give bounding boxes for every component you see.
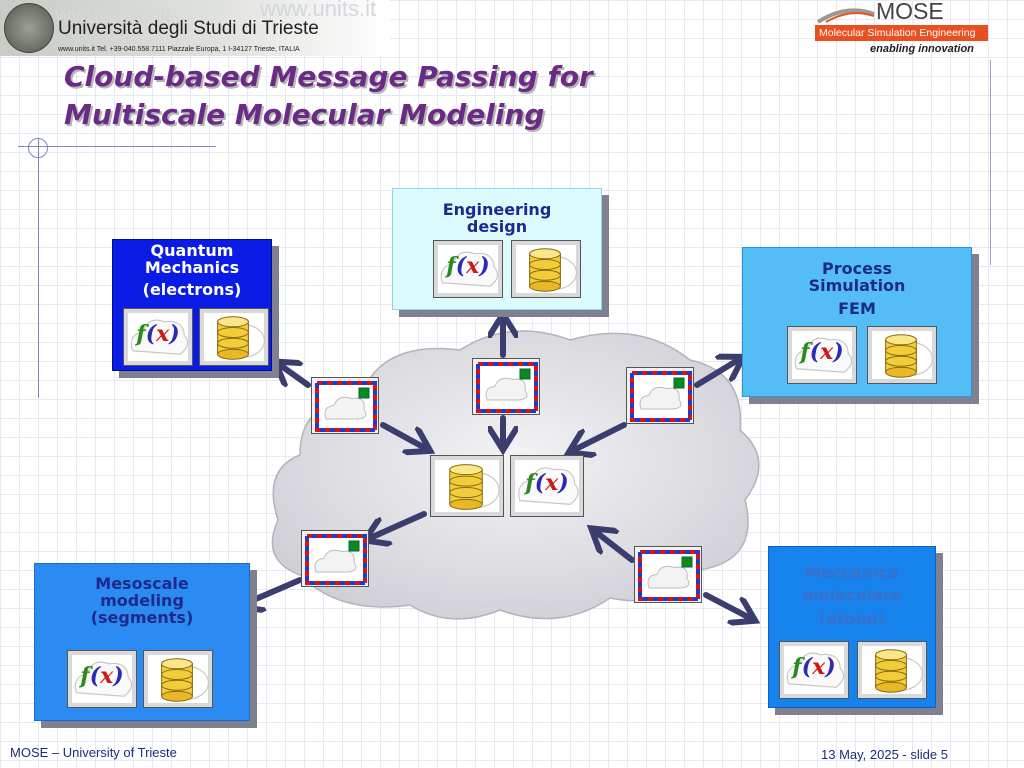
function-cloud-icon: f(x) <box>123 308 193 366</box>
message-envelope-icon-top <box>472 358 540 415</box>
function-cloud-icon: f(x) <box>67 650 137 708</box>
function-cloud-backdrop <box>518 467 579 505</box>
mesoscale-label-line-1: Mesoscale <box>95 574 189 593</box>
quantum-label-line-3: (electrons) <box>142 280 242 299</box>
arrow-to-process <box>694 360 738 388</box>
database-icon <box>511 240 581 298</box>
database-cylinder-graphic <box>161 658 210 702</box>
meccanica-label-line-1: Meccanica <box>805 563 899 582</box>
arrow-to-center-from-meccanica <box>596 532 635 563</box>
process-simulation-box: Process Simulation FEM f(x) <box>742 247 972 397</box>
arrow-center-to-meso-env <box>370 511 427 538</box>
meccanica-label-line-2: molecolare <box>802 586 902 605</box>
function-cloud-backdrop <box>74 661 133 697</box>
database-icon <box>143 650 213 708</box>
mesoscale-label-line-2: modeling <box>100 591 184 610</box>
left-margin-rule <box>38 138 39 398</box>
process-label-line-2: Simulation <box>808 276 906 295</box>
university-contact: www.units.it Tel. +39-040.558.7111 Piazz… <box>58 46 300 53</box>
arrow-to-meccanica <box>703 592 750 618</box>
database-cylinder-graphic <box>885 334 934 378</box>
database-icon <box>199 308 269 366</box>
university-seal-icon <box>4 3 54 53</box>
database-icon <box>867 326 937 384</box>
university-banner-watermark: www.units.it <box>55 2 172 27</box>
process-label-line-3: FEM <box>838 299 876 318</box>
university-name: Università degli Studi di Trieste <box>58 18 319 39</box>
university-watermark: www.units.it <box>260 0 377 21</box>
university-logo-banner <box>0 0 390 56</box>
mesoscale-label-line-3: (segments) <box>90 608 194 627</box>
arrow-to-quantum <box>280 365 311 388</box>
slide-title-line-1: Cloud-based Message Passing for <box>64 60 593 93</box>
database-cylinder-graphic <box>449 464 500 510</box>
mose-swoosh-icon <box>816 8 875 24</box>
engineering-label-line-2: design <box>466 217 528 236</box>
engineering-design-box: Engineering design f(x) <box>392 188 602 310</box>
airmail-envelope-graphic <box>305 534 367 585</box>
quantum-label-line-2: Mechanics <box>144 258 240 277</box>
message-envelope-icon-left <box>311 377 379 434</box>
database-cylinder-graphic <box>875 649 924 693</box>
arrow-to-mesoscale <box>244 577 303 604</box>
function-cloud-icon: f(x) <box>787 326 857 384</box>
message-envelope-icon-lower-right <box>634 546 702 603</box>
airmail-envelope-graphic <box>630 371 692 422</box>
crosshair-decoration <box>28 138 48 158</box>
meccanica-label-line-3: (atomi) <box>818 609 886 628</box>
function-cloud-backdrop <box>786 652 845 688</box>
mose-tagline: enabling innovation <box>870 43 974 55</box>
function-cloud-icon: f(x) <box>779 641 849 699</box>
function-cloud-backdrop <box>794 337 853 373</box>
central-function-icon: f(x) <box>510 455 584 517</box>
airmail-envelope-graphic <box>476 362 538 413</box>
right-margin-rule <box>990 60 991 265</box>
title-divider <box>18 146 216 147</box>
function-cloud-backdrop <box>440 251 499 287</box>
central-database-icon <box>430 455 504 517</box>
function-cloud-icon: f(x) <box>433 240 503 298</box>
function-cloud-backdrop <box>130 319 189 355</box>
mose-subtitle-bar: Molecular Simulation Engineering <box>815 25 988 41</box>
database-cylinder-graphic <box>217 316 266 360</box>
database-cylinder-graphic <box>529 248 578 292</box>
message-envelope-icon-lower-left <box>301 530 369 587</box>
process-label-line-1: Process <box>822 259 892 278</box>
arrow-env-to-center-left <box>380 422 425 448</box>
airmail-envelope-graphic <box>638 550 700 601</box>
mose-wordmark: MOSE <box>876 0 944 24</box>
quantum-mechanics-box: Quantum Mechanics (electrons) f(x) <box>112 239 272 371</box>
airmail-envelope-graphic <box>315 381 377 432</box>
footer-left-text: MOSE – University of Trieste <box>10 745 177 760</box>
mesoscale-modeling-box: Mesoscale modeling (segments) f(x) <box>34 563 250 721</box>
slide-title: Cloud-based Message Passing for Multisca… <box>64 58 704 134</box>
arrow-env-to-center-right <box>574 422 627 450</box>
message-envelope-icon-right <box>626 367 694 424</box>
engineering-label-line-1: Engineering <box>442 200 552 219</box>
meccanica-molecolare-box: Meccanica molecolare (atomi) f(x) <box>768 546 936 708</box>
slide-title-line-2: Multiscale Molecular Modeling <box>64 98 545 131</box>
database-icon <box>857 641 927 699</box>
footer-slide-info: 13 May, 2025 - slide 5 <box>821 747 948 762</box>
quantum-label-line-1: Quantum <box>150 241 234 260</box>
